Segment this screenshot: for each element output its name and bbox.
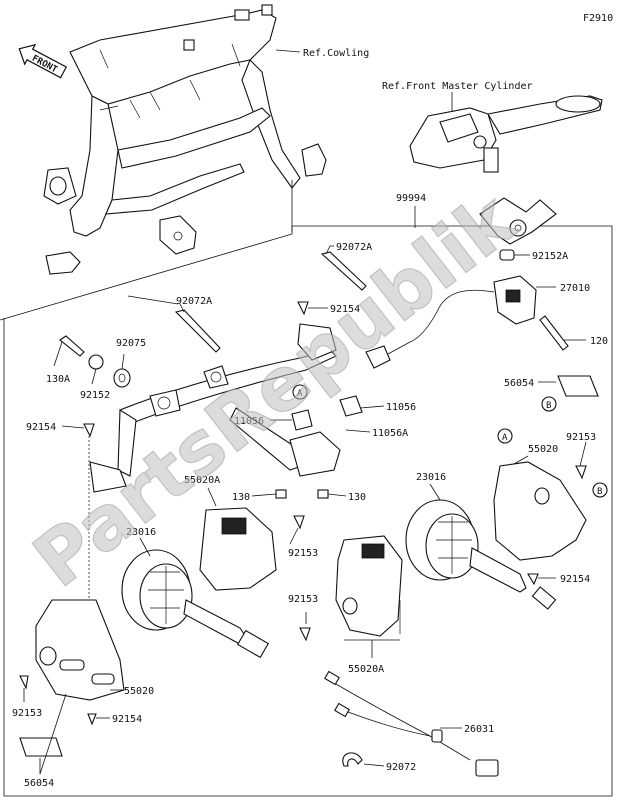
marker-b-upper: B <box>541 396 557 412</box>
callout-92072A-upper: 92072A <box>336 242 372 253</box>
callout-92152: 92152 <box>80 390 110 401</box>
callout-26031: 26031 <box>464 724 494 735</box>
callout-92075: 92075 <box>116 338 146 349</box>
left-lamp-23016 <box>121 507 277 659</box>
marker-b-right: B <box>592 482 608 498</box>
right-lamp-23016 <box>405 461 587 610</box>
callout-92153-middle: 92153 <box>288 548 318 559</box>
ref-front-master-cylinder-label: Ref.Front Master Cylinder <box>382 81 533 92</box>
callout-92152A: 92152A <box>532 251 568 262</box>
marker-a-right: A <box>497 428 513 444</box>
cut-marker-icon <box>479 197 557 245</box>
switch-27010 <box>365 275 537 369</box>
part-92075 <box>113 368 131 388</box>
callout-92154-bottom-left: 92154 <box>112 714 142 725</box>
callout-92072: 92072 <box>386 762 416 773</box>
marker-a-center: A <box>292 384 308 400</box>
callout-92154-top: 92154 <box>330 304 360 315</box>
left-lamp-cover-55020 <box>35 599 125 701</box>
callout-55020-left: 55020 <box>124 686 154 697</box>
diagram-code: F2910 <box>583 13 613 24</box>
callout-130-left: 130 <box>232 492 250 503</box>
svg-text:A: A <box>502 433 508 443</box>
right-bracket-55020A <box>335 535 403 637</box>
callout-55020A-bottom: 55020A <box>348 664 384 675</box>
callout-92153-left: 92153 <box>12 708 42 719</box>
callout-11056-right: 11056 <box>386 402 416 413</box>
svg-text:A: A <box>297 389 303 399</box>
harness-26031 <box>324 670 499 777</box>
frame-subframe <box>43 4 327 275</box>
callout-23016-right: 23016 <box>416 472 446 483</box>
svg-text:B: B <box>546 401 551 411</box>
callout-92154-left: 92154 <box>26 422 56 433</box>
callout-120: 120 <box>590 336 608 347</box>
callout-55020-right: 55020 <box>528 444 558 455</box>
callout-27010: 27010 <box>560 283 590 294</box>
callout-130-right: 130 <box>348 492 366 503</box>
callout-11056-left: 11056 <box>234 416 264 427</box>
callout-92072A-lower: 92072A <box>176 296 212 307</box>
ref-cowling-label: Ref.Cowling <box>303 48 369 59</box>
front-arrow-icon: FRONT <box>18 43 68 79</box>
callout-92154-right: 92154 <box>560 574 590 585</box>
callout-130A: 130A <box>46 374 70 385</box>
light-bracket-11056 <box>89 323 341 493</box>
callout-99994: 99994 <box>396 193 426 204</box>
callout-23016-left: 23016 <box>126 527 156 538</box>
svg-text:B: B <box>597 487 602 497</box>
front-master-cylinder <box>409 95 603 173</box>
callout-56054-right: 56054 <box>504 378 534 389</box>
callout-11056A: 11056A <box>372 428 408 439</box>
callout-92153-center: 92153 <box>288 594 318 605</box>
callout-56054-left: 56054 <box>24 778 54 789</box>
callout-92153-right: 92153 <box>566 432 596 443</box>
callout-55020A-top: 55020A <box>184 475 220 486</box>
